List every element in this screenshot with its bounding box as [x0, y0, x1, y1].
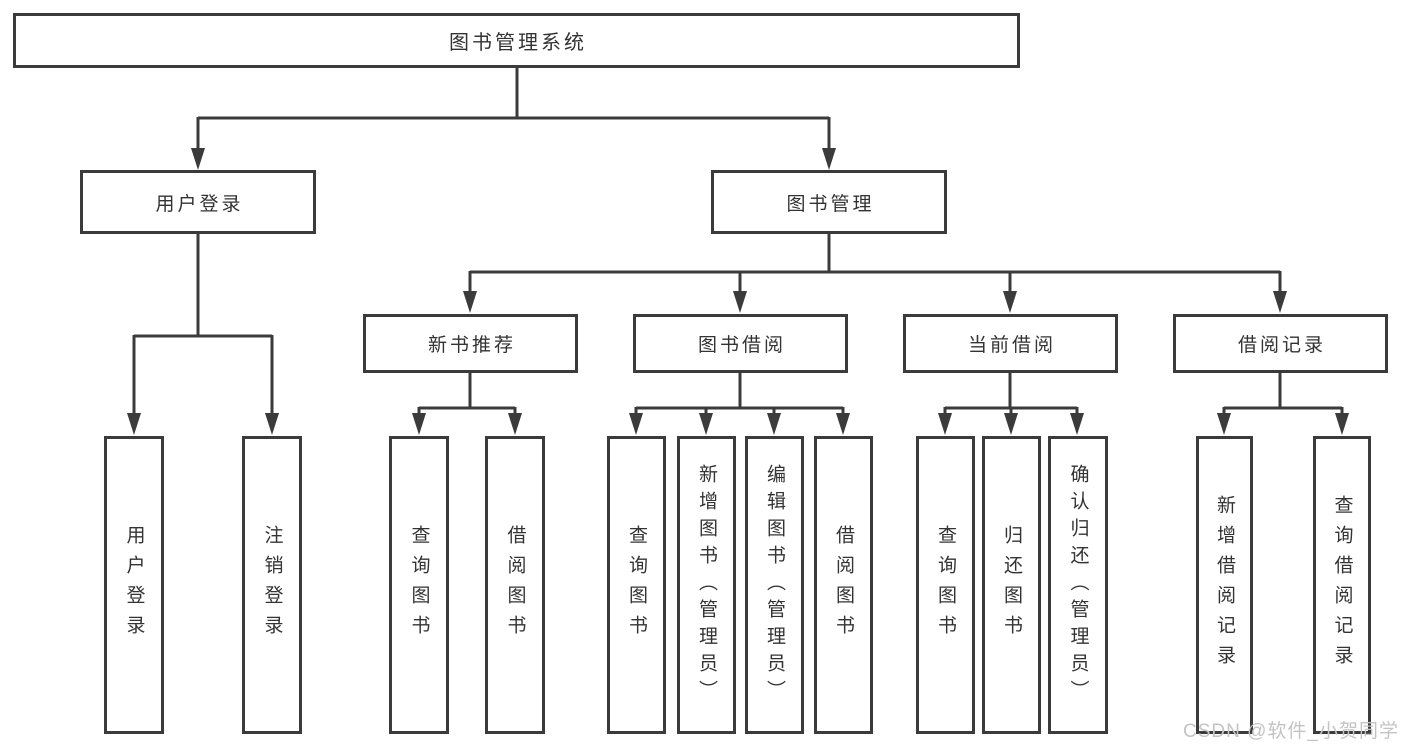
node-current-borrow: 当前借阅	[903, 314, 1118, 373]
connector-bookborrow-to-leaves	[634, 373, 845, 420]
connector-root-to-level2	[196, 68, 831, 152]
leaf-query-book-current: 查询图书	[916, 436, 975, 734]
node-borrow-records-label: 借阅记录	[1237, 335, 1326, 356]
leaf-add-borrow-record: 新增借阅记录	[1196, 436, 1253, 734]
node-book-management: 图书管理	[711, 170, 947, 234]
leaf-query-book-borrow-label: 查询图书	[626, 525, 647, 645]
leaf-query-borrow-record-label: 查询借阅记录	[1331, 495, 1353, 675]
arrowheads	[127, 148, 1349, 435]
leaf-confirm-return-admin-label: 确认归还（管理员）	[1067, 463, 1089, 707]
node-new-book-recommend: 新书推荐	[363, 314, 578, 373]
leaf-query-book-borrow: 查询图书	[607, 436, 666, 734]
node-root-system: 图书管理系统	[13, 13, 1020, 68]
csdn-watermark: CSDN @软件_小贺同学	[1183, 721, 1399, 742]
node-book-borrow: 图书借阅	[633, 314, 848, 373]
leaf-query-book-recommend-label: 查询图书	[408, 525, 430, 645]
connector-userlogin-to-leaves	[132, 234, 274, 418]
leaf-add-book-admin-label: 新增图书（管理员）	[696, 463, 717, 707]
node-new-book-recommend-label: 新书推荐	[427, 335, 516, 356]
node-borrow-records: 借阅记录	[1173, 314, 1388, 373]
leaf-borrow-book-recommend-label: 借阅图书	[504, 525, 526, 645]
leaf-confirm-return-admin: 确认归还（管理员）	[1048, 436, 1108, 734]
leaf-return-book-label: 归还图书	[1001, 525, 1022, 645]
node-current-borrow-label: 当前借阅	[967, 335, 1056, 356]
leaf-edit-book-admin-label: 编辑图书（管理员）	[764, 463, 785, 707]
leaf-logout: 注销登录	[242, 436, 302, 734]
leaf-edit-book-admin: 编辑图书（管理员）	[745, 436, 804, 734]
leaf-logout-label: 注销登录	[261, 525, 283, 645]
node-user-login-label: 用户登录	[155, 193, 244, 215]
connector-newbook-to-leaves	[417, 373, 517, 420]
leaf-return-book: 归还图书	[982, 436, 1041, 734]
node-book-borrow-label: 图书借阅	[697, 335, 786, 356]
node-user-login: 用户登录	[80, 170, 316, 234]
leaf-user-login: 用户登录	[104, 436, 164, 734]
leaf-borrow-book-recommend: 借阅图书	[485, 436, 545, 734]
leaf-add-borrow-record-label: 新增借阅记录	[1214, 495, 1235, 675]
connector-bookmgmt-to-level3	[468, 234, 1282, 296]
connector-currentborrow-to-leaves	[943, 373, 1079, 420]
leaf-user-login-label: 用户登录	[123, 525, 145, 645]
leaf-query-book-current-label: 查询图书	[935, 525, 956, 645]
leaf-query-book-recommend: 查询图书	[389, 436, 449, 734]
leaf-borrow-book: 借阅图书	[814, 436, 873, 734]
leaf-borrow-book-label: 借阅图书	[833, 525, 854, 645]
connector-borrowrecord-to-leaves	[1222, 373, 1344, 420]
node-root-label: 图书管理系统	[449, 32, 587, 54]
node-book-management-label: 图书管理	[786, 193, 875, 215]
leaf-query-borrow-record: 查询借阅记录	[1313, 436, 1371, 734]
leaf-add-book-admin: 新增图书（管理员）	[677, 436, 736, 734]
